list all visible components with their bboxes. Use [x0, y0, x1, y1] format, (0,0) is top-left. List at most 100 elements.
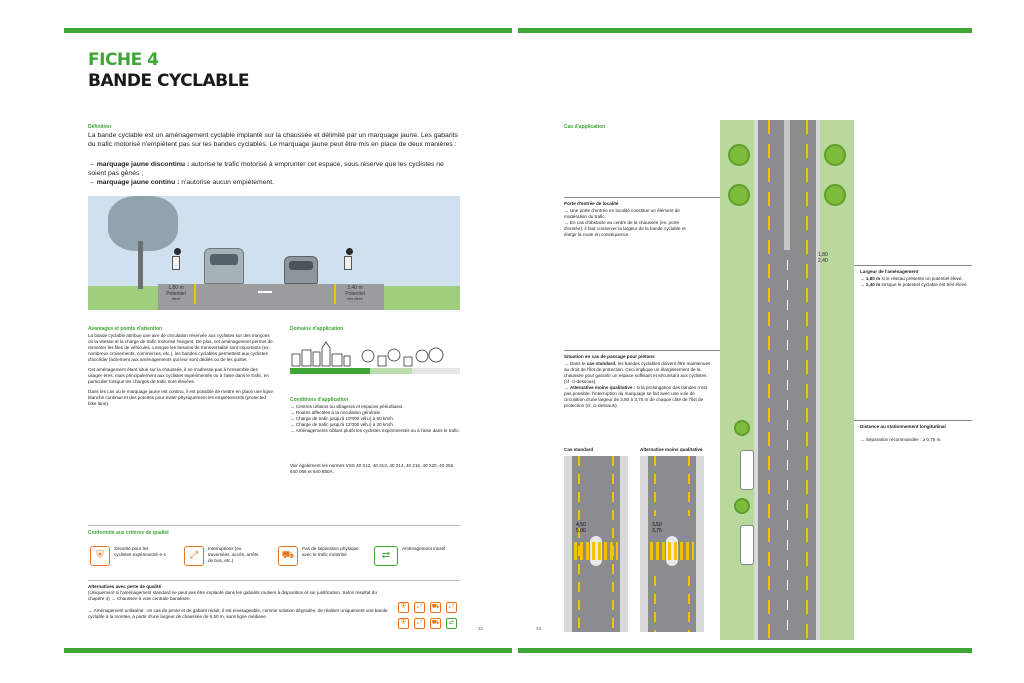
entry-item: Une porte d'entrée en localité constitue… [564, 208, 694, 220]
tree-crown-icon [108, 196, 178, 251]
alternatives-heading: Alternatives avec perte de qualité [88, 584, 162, 589]
width-heading: Largeur de l'aménagement [860, 269, 919, 274]
advantages-paragraph-1: La bande cyclable attribue une aire de c… [88, 333, 273, 362]
alternatives-text: (Uniquement si l'aménagement standard ne… [88, 590, 377, 601]
bullet-discontinu: marquage jaune discontinu : autorise le … [88, 160, 460, 178]
quality-item-label: Pas de séparation physique avec le trafi… [302, 546, 359, 557]
quality-heading: Conformité aux critères de qualité [88, 530, 169, 536]
width-item: 1,80 m si le réseau présente un potentie… [860, 276, 972, 282]
parking-heading: Distance au stationnement longitudinal [860, 424, 946, 429]
direct-icon: ⇄ [374, 546, 398, 566]
width-label-right: 2,40 m Potentiel très élevé [345, 285, 365, 301]
entry-heading: Porte d'entrée de localité [564, 201, 619, 206]
parked-car-icon [740, 525, 754, 565]
domain-heading: Domaine d'application [290, 326, 344, 332]
interruption-icon: ⤢ [414, 602, 425, 613]
direct-icon: ⇄ [446, 618, 457, 629]
cyclist-right-icon [344, 248, 354, 278]
width-values: 1,80 2,40 [818, 252, 828, 264]
pedestrian-heading: Situation en cas de passage pour piétons [564, 354, 655, 359]
car-front-icon [204, 248, 244, 284]
grass-right [820, 120, 854, 640]
interruption-icon: ⤢ [184, 546, 204, 566]
separation-icon: ⛟ [278, 546, 298, 566]
parking-item: Séparation recommandée : ≥ 0,75 m. [860, 437, 972, 443]
page-title: BANDE CYCLABLE [88, 71, 250, 91]
domain-illustration [290, 340, 460, 378]
width-list: 1,80 m si le réseau présente un potentie… [860, 276, 972, 288]
parking-list: Séparation recommandée : ≥ 0,75 m. [860, 437, 972, 443]
pedestrian-list: Dans le cas standard, les bandes cyclabl… [564, 361, 714, 409]
pedestrian-item: Dans le cas standard, les bandes cyclabl… [564, 361, 714, 385]
interruption-icon: ⤢ [414, 618, 425, 629]
top-green-bar [518, 28, 972, 33]
left-page: FICHE 4 BANDE CYCLABLE Définition La ban… [0, 0, 512, 683]
tree-trunk [138, 241, 143, 289]
tree-icon [734, 420, 750, 436]
quality-item-label: Interruptions (ex. traversées, accès, ar… [208, 546, 259, 563]
leader-line [564, 350, 720, 351]
divider [88, 525, 460, 526]
right-page: Cas d'application 1,80 2,40 Porte d'entr… [512, 0, 1024, 683]
tree-icon [728, 144, 750, 166]
advantages-heading: Avantages et points d'attention [88, 326, 163, 332]
quality-item-label: Aménagement intuitif [402, 546, 446, 551]
separation-icon: ⛟ [430, 618, 441, 629]
leader-line [564, 197, 720, 198]
top-green-bar [64, 28, 512, 33]
definition-text: La bande cyclable est un aménagement cyc… [88, 132, 458, 148]
advantages-text: La bande cyclable attribue une aire de c… [88, 333, 274, 407]
tree-icon [824, 184, 846, 206]
fiche-number: FICHE 4 [88, 50, 159, 70]
tree-icon [728, 184, 750, 206]
separation-icon: ⛟ [430, 602, 441, 613]
plan-view-illustration: 1,80 2,40 [720, 120, 854, 640]
width-item: 2,40 m lorsque le potentiel cyclable est… [860, 282, 972, 288]
median-island [784, 120, 790, 250]
tree-icon [734, 498, 750, 514]
shield-icon: ⛨ [398, 618, 409, 629]
condition-item: Centres urbains ou villageois et espaces… [290, 404, 460, 410]
crosswalk [650, 542, 694, 560]
crosswalk [574, 542, 618, 560]
settlement-icon [290, 341, 460, 374]
pedestrian-item: Alternative moins qualitative : si la pr… [564, 385, 714, 409]
condition-item: Charge de trafic jusqu'à 12'000 véh./j à… [290, 422, 460, 428]
cross-section-illustration: 1,80 m Potentiel élevé 2,40 m Potentiel … [88, 196, 460, 310]
interruption-icon: ⤢ [446, 602, 457, 613]
application-heading: Cas d'application [564, 124, 606, 130]
alternative-label: Alternative moins qualitative [640, 447, 703, 452]
standard-label: Cas standard [564, 447, 594, 452]
definition-heading: Définition [88, 124, 112, 130]
tree-icon [824, 144, 846, 166]
bottom-green-bar [518, 648, 972, 653]
page-number: 33 [536, 626, 542, 631]
divider [88, 580, 460, 581]
conditions-heading: Conditions d'application [290, 397, 349, 403]
car-rear-icon [284, 256, 318, 284]
page-number: 32 [478, 626, 484, 631]
definition-bullets: marquage jaune discontinu : autorise le … [88, 160, 460, 187]
cyclist-left-icon [172, 248, 182, 278]
leader-line [854, 420, 972, 421]
condition-item: Charge de trafic jusqu'à 10'000 véh./j à… [290, 416, 460, 422]
bullet-continu: marquage jaune continu : n'autorise aucu… [88, 178, 460, 187]
advantages-paragraph-3: Dans les cas où le marquage jaune est co… [88, 389, 273, 406]
conditions-list: Centres urbains ou villageois et espaces… [290, 404, 460, 434]
norms-text: Voir également les normes VSS 40 212, 40… [290, 463, 455, 474]
leader-line [854, 265, 972, 266]
shield-icon: ⛨ [398, 602, 409, 613]
shield-icon: ⛨ [90, 546, 110, 566]
width-label-left: 1,80 m Potentiel élevé [166, 285, 186, 301]
entry-item: En cas d'obstacle au centre de la chauss… [564, 220, 694, 238]
bottom-green-bar [64, 648, 512, 653]
advantages-paragraph-2: Cet aménagement étant situé sur la chaus… [88, 367, 269, 384]
parked-car-icon [740, 450, 754, 490]
condition-item: Routes affectées à la circulation généra… [290, 410, 460, 416]
condition-item: Aménagements ciblant plutôt les cycliste… [290, 428, 460, 434]
alternatives-list: Aménagement unilatéral : en cas de pente… [88, 608, 388, 620]
